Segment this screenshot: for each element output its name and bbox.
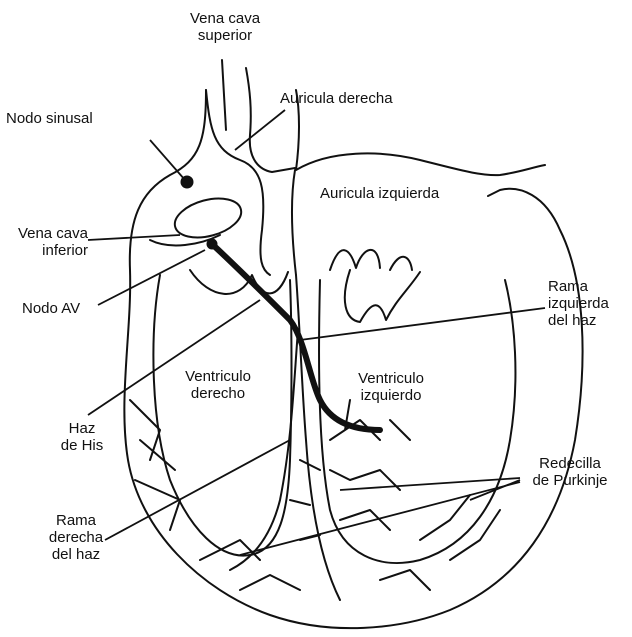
leader-vena-cava-inferior <box>88 235 180 240</box>
leader-nodo-sinusal <box>150 140 185 180</box>
label-haz-de-his: Haz de His <box>52 420 112 454</box>
vena-cava-inferior-shape <box>170 192 245 244</box>
label-auricula-derecha: Auricula derecha <box>280 90 393 107</box>
left-atrium-shape <box>292 90 545 275</box>
label-rama-derecha: Rama derecha del haz <box>36 512 116 563</box>
label-ventriculo-derecho: Ventriculo derecho <box>178 368 258 402</box>
label-vena-cava-inferior: Vena cava inferior <box>4 225 88 259</box>
right-ventricle-shape <box>153 275 291 556</box>
label-nodo-av: Nodo AV <box>22 300 80 317</box>
label-auricula-izquierda: Auricula izquierda <box>320 185 439 202</box>
leader-redecilla-b <box>470 480 520 500</box>
leader-auricula-derecha <box>235 110 285 150</box>
leader-rama-derecha <box>105 440 290 540</box>
label-vena-cava-superior: Vena cava superior <box>190 10 260 44</box>
label-redecilla-purkinje: Redecilla de Purkinje <box>520 455 620 489</box>
vena-cava-superior-shape <box>222 60 295 172</box>
label-nodo-sinusal: Nodo sinusal <box>6 110 93 127</box>
label-ventriculo-izquierdo: Ventriculo izquierdo <box>346 370 436 404</box>
leader-rama-izquierda <box>300 308 545 340</box>
left-ventricle-shape <box>319 280 515 563</box>
label-rama-izquierda: Rama izquierda del haz <box>548 278 609 329</box>
leader-nodo-av <box>98 250 205 305</box>
